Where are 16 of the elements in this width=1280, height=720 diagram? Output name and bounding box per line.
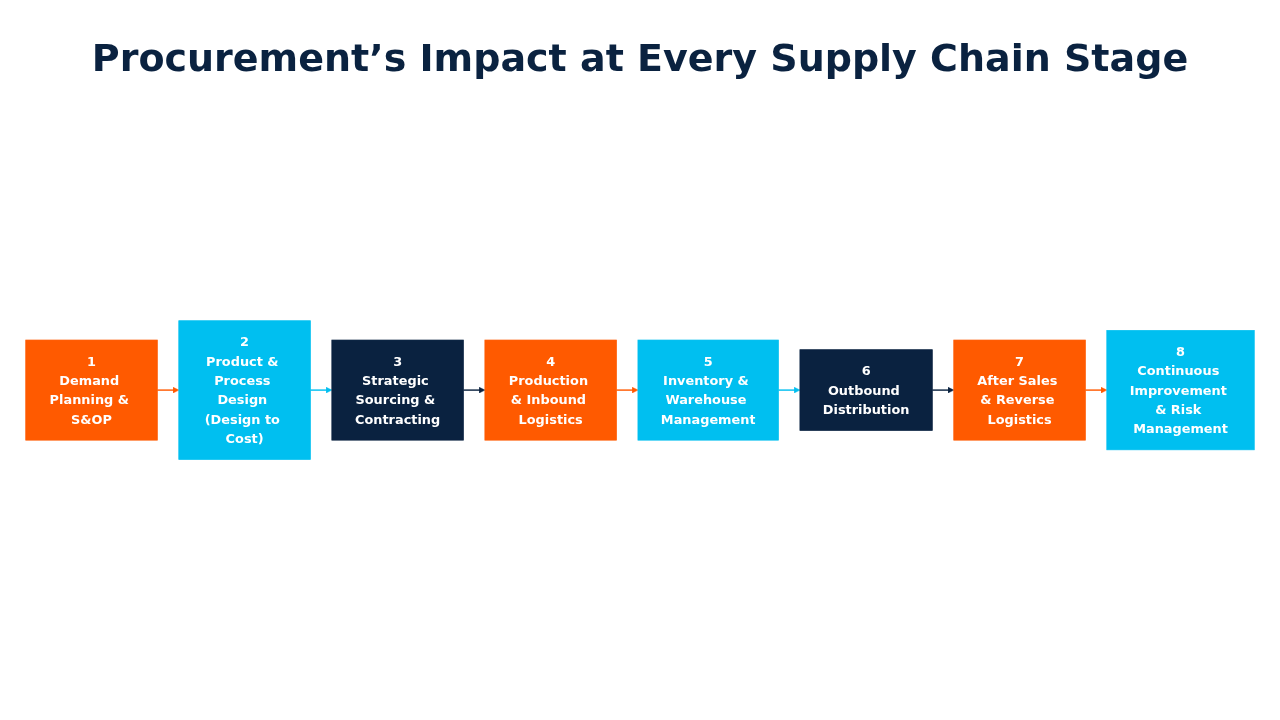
title: Procurement’s Impact at Every Supply Chain Stage: [90, 36, 1190, 80]
arrow: [615, 386, 639, 394]
node-box: 8 Continuous Improvement & Risk Management: [1106, 329, 1255, 451]
arrow: [462, 386, 486, 394]
arrow: [1084, 386, 1108, 394]
node-box: 7 After Sales & Reverse Logistics: [953, 339, 1086, 441]
arrow: [777, 386, 801, 394]
node-box: 5 Inventory & Warehouse Management: [637, 339, 779, 441]
node-box: 3 Strategic Sourcing & Contracting: [331, 339, 464, 441]
arrow: [931, 386, 955, 394]
node-box: 4 Production & Inbound Logistics: [484, 339, 617, 441]
node-box: 2 Product & Process Design (Design to Cost): [178, 320, 311, 460]
arrow: [309, 386, 333, 394]
node-box: 1 Demand Planning & S&OP: [25, 339, 158, 441]
arrow: [156, 386, 180, 394]
node-box: 6 Outbound Distribution: [799, 349, 933, 431]
